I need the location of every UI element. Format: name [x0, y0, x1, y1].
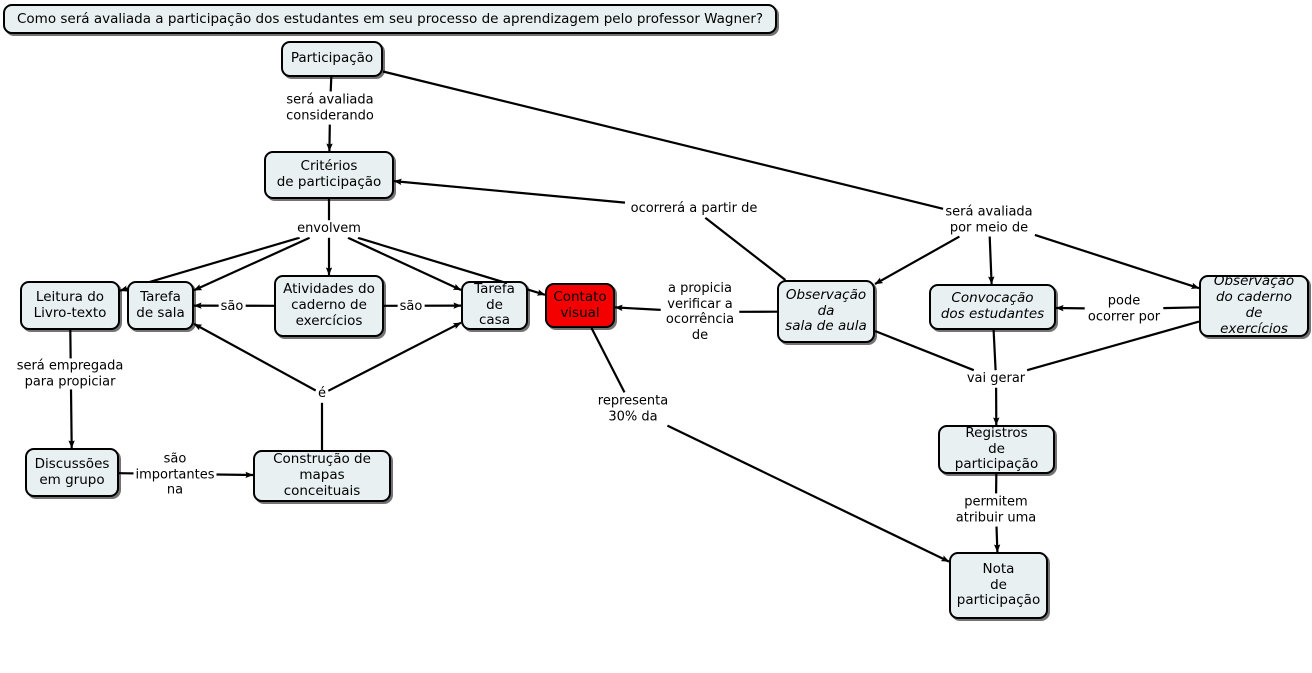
edge-label-e: é — [316, 386, 328, 402]
edge-label-sao-casa: são — [397, 299, 425, 315]
edge-obs-caderno-to-pode-ocorrer-por — [1163, 306, 1200, 310]
edge-label-representa-30: representa 30% da — [595, 393, 671, 425]
concept-node-tarefa-casa[interactable]: Tarefa de casa — [461, 281, 528, 330]
concept-node-discussoes[interactable]: Discussões em grupo — [25, 448, 119, 497]
concept-node-tarefa-sala[interactable]: Tarefa de sala — [127, 281, 194, 330]
edge-ocorrera-a-partir-de-to-criterios — [393, 178, 626, 204]
edge-sera-avaliada-por-meio-de-to-obs-caderno — [1034, 233, 1200, 290]
edge-label-sera-empregada: será empregada para propiciar — [14, 358, 126, 390]
edge-label-a-propicia: a propicia verificar a ocorrência de — [663, 280, 737, 344]
edge-label-ocorrera-a-partir-de: ocorrerá a partir de — [628, 201, 760, 217]
concept-node-convocacao[interactable]: Convocação dos estudantes — [929, 284, 1056, 330]
edge-obs-caderno-to-vai-gerar — [1026, 320, 1200, 372]
question-title-box: Como será avaliada a participação dos es… — [3, 4, 778, 34]
concept-node-atividades[interactable]: Atividades do caderno de exercícios — [274, 275, 384, 337]
edge-obs-sala-to-ocorrera-a-partir-de — [704, 216, 787, 281]
concept-node-obs-sala[interactable]: Observação da sala de aula — [777, 280, 875, 343]
edge-representa-30-to-nota — [666, 424, 950, 563]
edge-label-sera-avaliada-por-meio-de: será avaliada por meio de — [943, 204, 1035, 236]
edge-label-sao-importantes-na: são importantes na — [133, 451, 217, 499]
concept-node-registros[interactable]: Registros de participação — [938, 425, 1055, 474]
edge-label-envolvem: envolvem — [295, 221, 363, 237]
edge-label-permitem-atribuir-uma: permitem atribuir uma — [953, 494, 1039, 526]
edge-contato-visual-to-representa-30 — [590, 327, 626, 393]
concept-node-obs-caderno[interactable]: Observação do caderno de exercícios — [1199, 273, 1309, 337]
edge-permitem-atribuir-uma-to-nota — [993, 526, 1001, 553]
edge-participacao-to-sera-avaliada-considerando — [329, 76, 333, 92]
concept-node-construcao[interactable]: Construção de mapas conceituais — [253, 450, 391, 502]
concept-node-nota[interactable]: Nota de participação — [949, 552, 1048, 619]
edge-label-sera-avaliada-considerando: será avaliada considerando — [284, 92, 376, 124]
edge-sera-avaliada-por-meio-de-to-convocacao — [988, 236, 995, 285]
edge-a-propicia-to-contato-visual — [614, 304, 661, 312]
concept-node-participacao[interactable]: Participação — [281, 41, 383, 77]
edge-label-pode-ocorrer-por: pode ocorrer por — [1085, 293, 1163, 325]
edge-label-sao-sala: são — [218, 299, 246, 315]
concept-node-contato-visual[interactable]: Contato visual — [545, 283, 615, 328]
concept-node-leitura[interactable]: Leitura do Livro-texto — [20, 281, 120, 330]
edge-sera-avaliada-por-meio-de-to-obs-sala — [874, 235, 960, 285]
edge-obs-sala-to-vai-gerar — [874, 329, 975, 372]
edge-convocacao-to-vai-gerar — [992, 329, 997, 371]
edge-label-vai-gerar: vai gerar — [964, 371, 1028, 387]
edge-participacao-to-sera-avaliada-por-meio-de — [382, 70, 944, 210]
concept-node-criterios[interactable]: Critérios de participação — [264, 151, 394, 199]
